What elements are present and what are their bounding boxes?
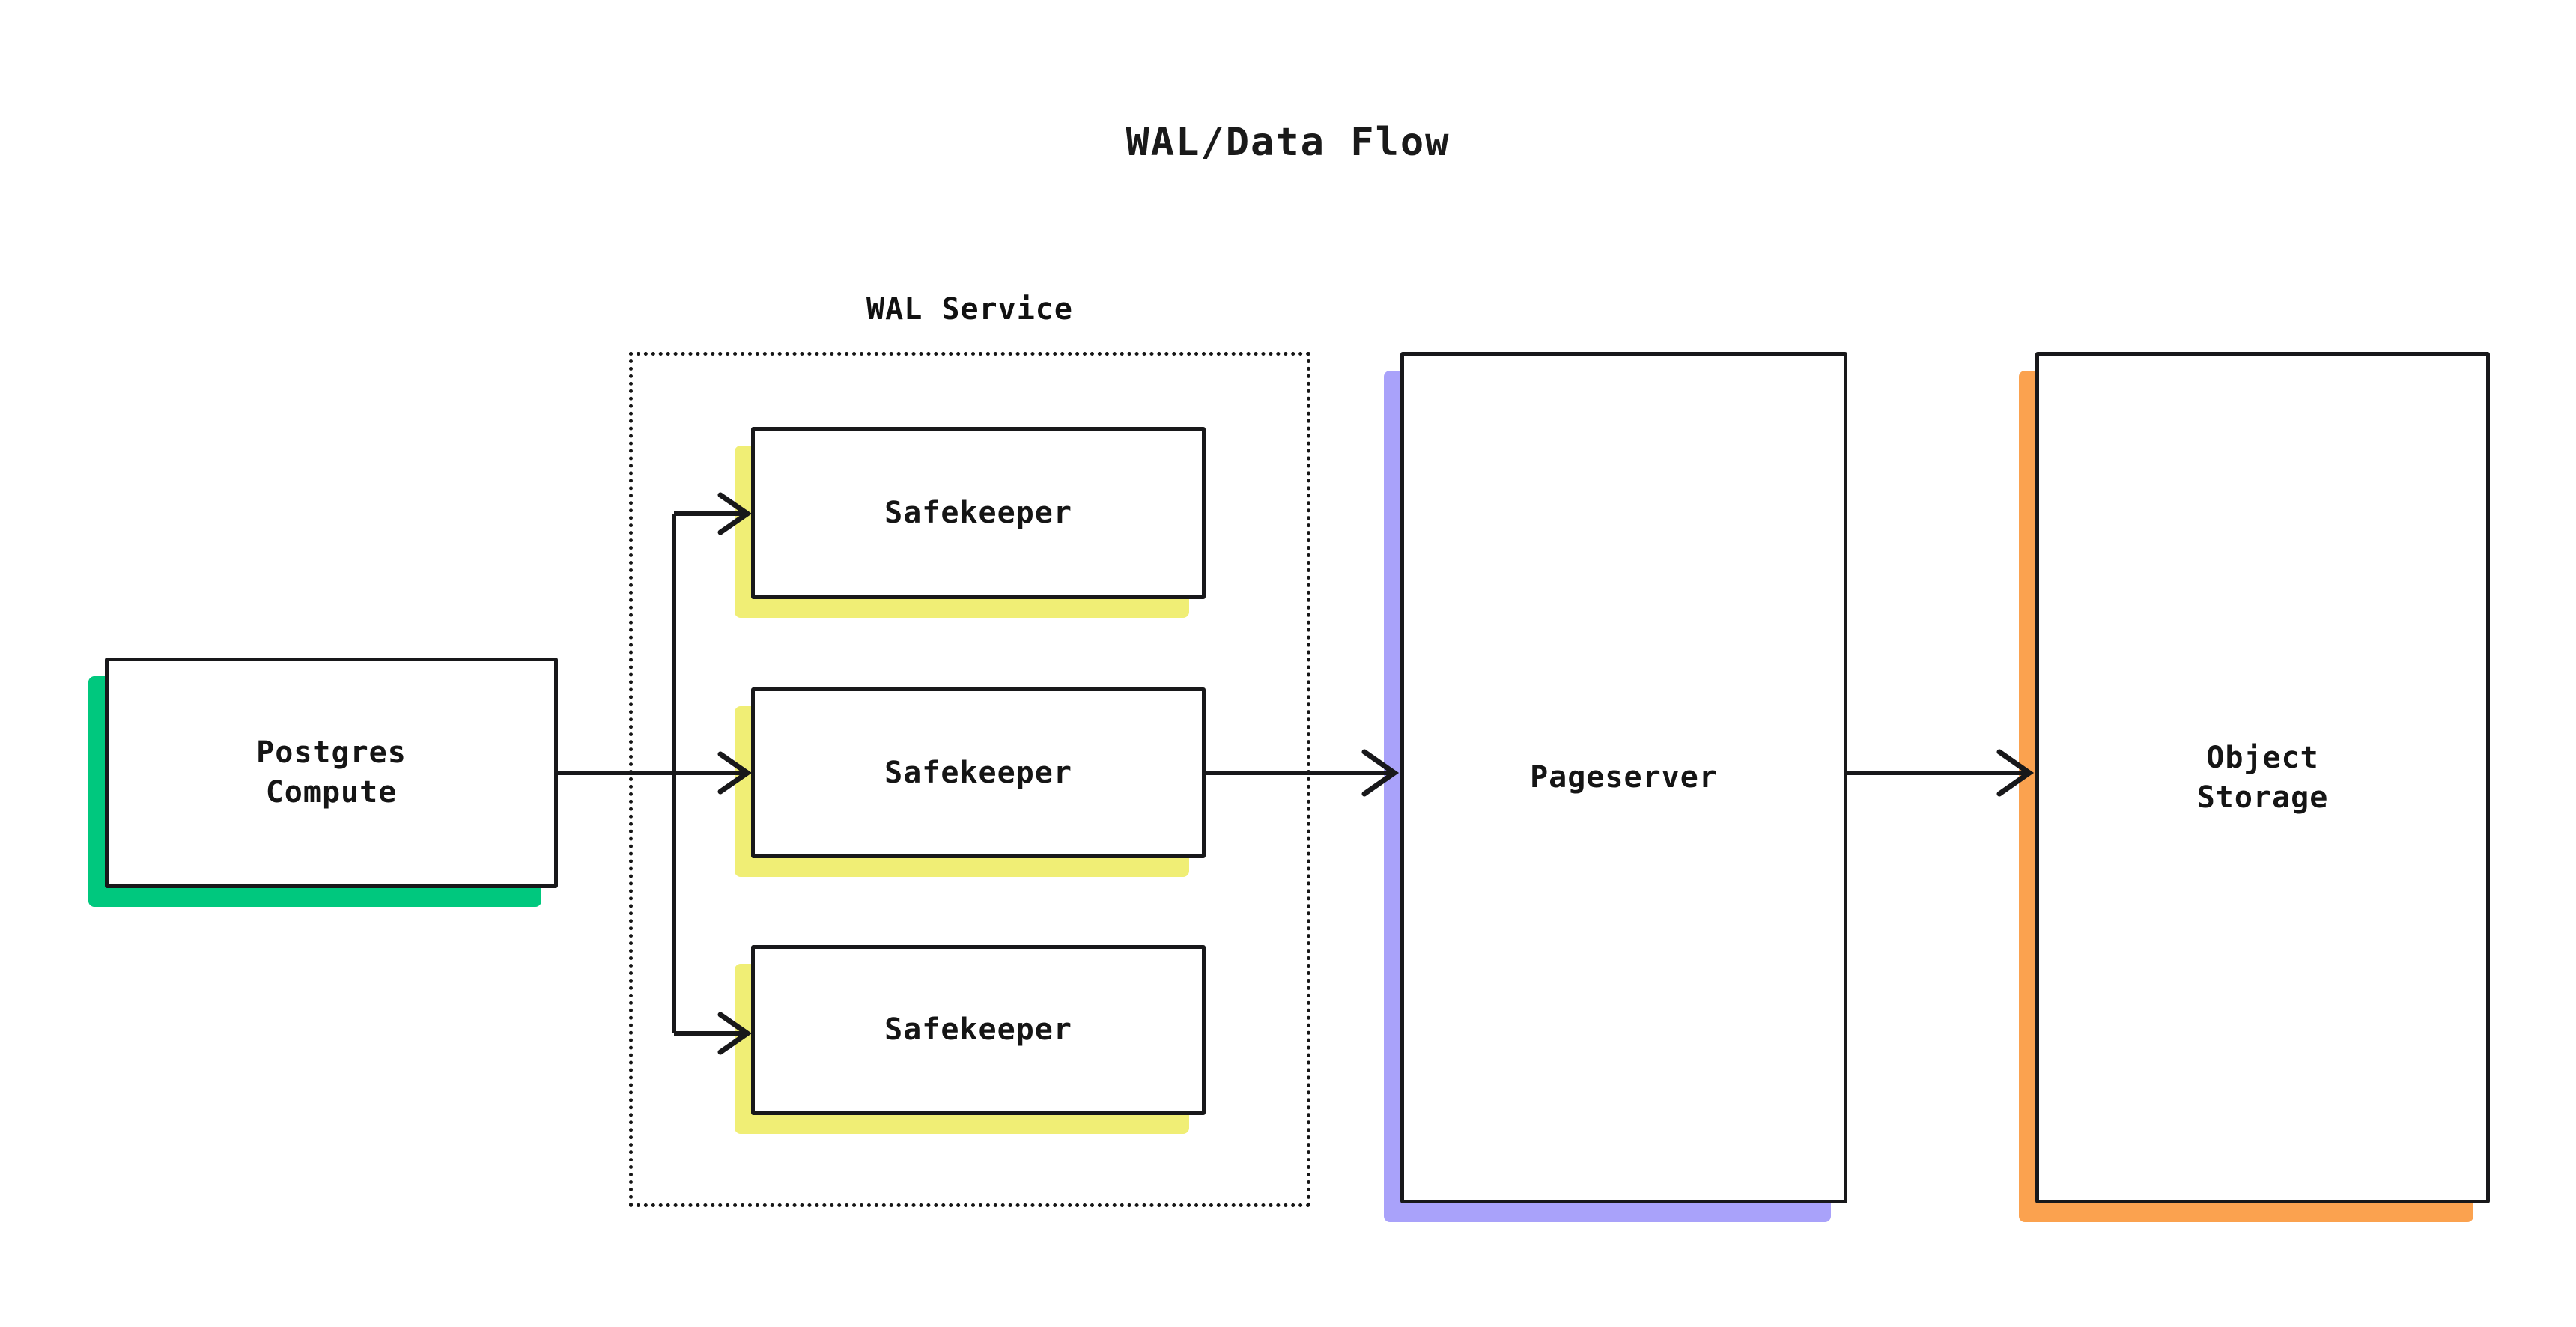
cluster-label-wal-service: WAL Service [866, 292, 1073, 327]
node-label-postgres-compute: Postgres Compute [256, 735, 407, 810]
page-title: WAL/Data Flow [1126, 120, 1450, 165]
node-safekeeper-1[interactable]: Safekeeper [751, 427, 1206, 599]
node-safekeeper-2[interactable]: Safekeeper [751, 687, 1206, 858]
node-object-storage[interactable]: Object Storage [2035, 352, 2490, 1203]
node-label-safekeeper-2: Safekeeper [884, 755, 1072, 790]
node-postgres-compute[interactable]: Postgres Compute [105, 658, 558, 888]
node-label-object-storage: Object Storage [2196, 740, 2329, 815]
node-pageserver[interactable]: Pageserver [1400, 352, 1847, 1203]
cluster-boundary-wal-service [629, 352, 1310, 1207]
node-safekeeper-3[interactable]: Safekeeper [751, 945, 1206, 1115]
node-label-pageserver: Pageserver [1530, 760, 1718, 795]
node-label-safekeeper-3: Safekeeper [884, 1012, 1072, 1048]
node-label-safekeeper-1: Safekeeper [884, 495, 1072, 530]
